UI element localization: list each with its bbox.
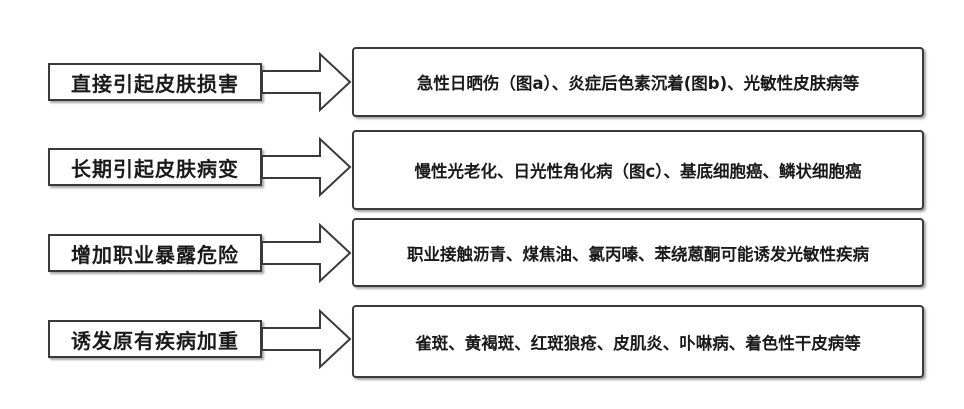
right-arrow-icon [261, 136, 352, 198]
category-label: 直接引起皮肤损害 [71, 71, 239, 96]
description-text: 职业接触沥青、煤焦油、氯丙嗪、苯绕蒽酮可能诱发光敏性疾病 [407, 244, 869, 264]
description-text: 急性日晒伤（图a）、炎症后色素沉着(图b)、光敏性皮肤病等 [416, 74, 860, 93]
category-label: 长期引起皮肤病变 [71, 156, 239, 181]
category-label: 诱发原有疾病加重 [71, 328, 239, 353]
right-arrow-icon [261, 308, 352, 370]
description-box: 慢性光老化、日光性角化病（图c）、基底细胞癌、鳞状细胞癌 [352, 130, 924, 210]
description-text: 慢性光老化、日光性角化病（图c）、基底细胞癌、鳞状细胞癌 [414, 162, 862, 181]
right-arrow-icon [261, 51, 352, 113]
right-arrow-icon [261, 222, 352, 284]
category-label-box: 诱发原有疾病加重 [48, 320, 262, 358]
description-box: 职业接触沥青、煤焦油、氯丙嗪、苯绕蒽酮可能诱发光敏性疾病 [352, 218, 924, 287]
category-label-box: 长期引起皮肤病变 [48, 148, 262, 186]
description-box: 急性日晒伤（图a）、炎症后色素沉着(图b)、光敏性皮肤病等 [352, 47, 924, 117]
description-box: 雀斑、黄褐斑、红斑狼疮、皮肌炎、卟啉病、着色性干皮病等 [352, 305, 924, 378]
category-label-box: 直接引起皮肤损害 [48, 63, 262, 101]
category-label-box: 增加职业暴露危险 [48, 234, 262, 272]
category-label: 增加职业暴露危险 [71, 242, 239, 267]
description-text: 雀斑、黄褐斑、红斑狼疮、皮肌炎、卟啉病、着色性干皮病等 [415, 333, 861, 353]
